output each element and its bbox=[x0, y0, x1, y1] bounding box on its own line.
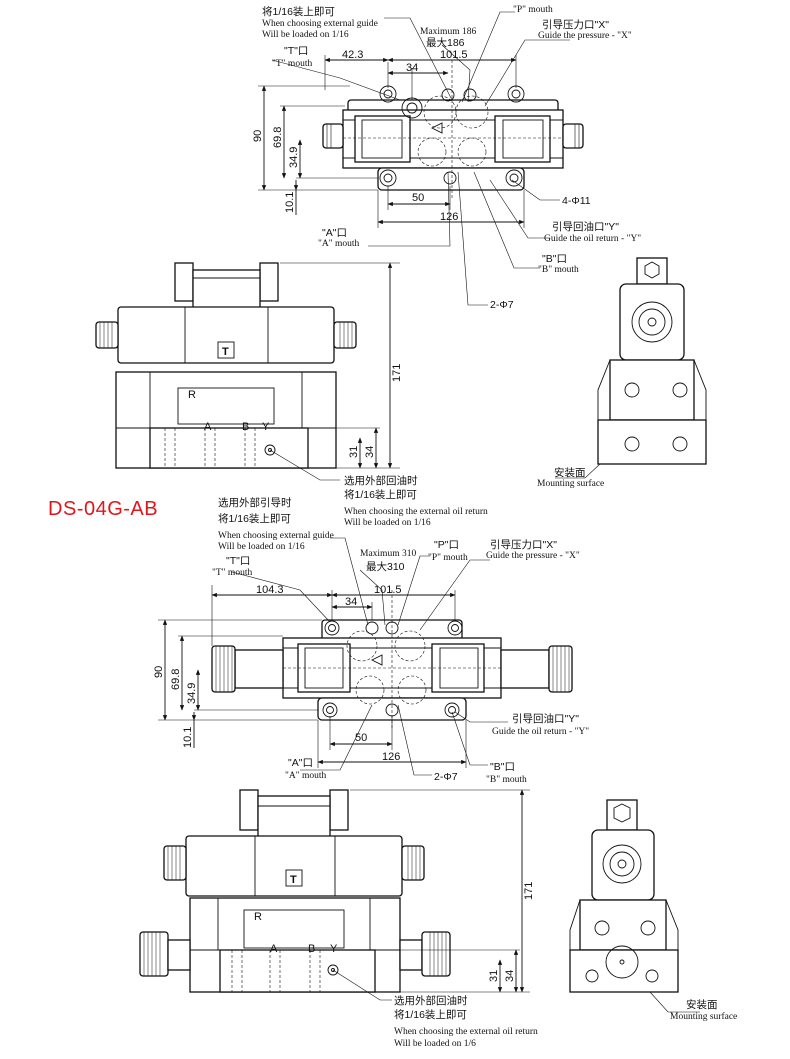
mount-en-2: Mounting surface bbox=[670, 1011, 737, 1022]
t-port-en-1: "T" mouth bbox=[272, 59, 312, 69]
dim-50-top2: 50 bbox=[355, 732, 367, 744]
dim-90-top1: 90 bbox=[252, 130, 264, 142]
b-label-2: B bbox=[308, 943, 315, 955]
b-port-en-1: "B" mouth bbox=[538, 265, 579, 275]
y-port-en-1: Guide the oil return - "Y" bbox=[544, 234, 641, 244]
t-port-en-2: "T" mouth bbox=[212, 568, 252, 578]
y-port-en-2: Guide the oil return - "Y" bbox=[492, 727, 589, 737]
y-port-cn-2: 引导回油口"Y" bbox=[512, 712, 579, 725]
dim-90-top2: 90 bbox=[153, 666, 165, 678]
dim-10-1-top1: 10.1 bbox=[284, 192, 296, 213]
dim-171-1: 171 bbox=[391, 364, 403, 382]
r-label-1: R bbox=[188, 389, 196, 401]
p-port-cn-2: "P"口 bbox=[434, 539, 459, 551]
a-port-cn-1: "A"口 bbox=[322, 227, 347, 239]
y-label-2: Y bbox=[330, 943, 338, 955]
dim-42-3: 42.3 bbox=[342, 49, 363, 61]
front-view-2 bbox=[139, 789, 530, 1001]
y-port-cn-1: 引导回油口"Y" bbox=[552, 220, 619, 233]
x-port-cn-1: 引导压力口"X" bbox=[542, 18, 609, 31]
guide-en-2b: Will be loaded on 1/16 bbox=[218, 542, 305, 552]
dim-34-9-top1: 34.9 bbox=[288, 147, 300, 168]
dim-69-8-top2: 69.8 bbox=[170, 669, 182, 690]
a-port-en-1: "A" mouth bbox=[318, 239, 360, 249]
guide-en-1: When choosing external guide bbox=[262, 19, 378, 29]
x-port-en-1: Guide the pressure - "X" bbox=[538, 31, 632, 41]
max-186-cn: 最大186 bbox=[426, 36, 465, 49]
side-view-2 bbox=[569, 799, 700, 1013]
max-186-en: Maximum 186 bbox=[420, 27, 476, 37]
a-label-1: A bbox=[204, 421, 212, 433]
mount-cn-2: 安装面 bbox=[686, 998, 718, 1011]
oil-return-en-2b: Will be loaded on 1/6 bbox=[394, 1039, 476, 1049]
p-mouth-en-1: "P" mouth bbox=[513, 5, 553, 15]
guide-cn-2a: 选用外部引导时 bbox=[218, 496, 292, 509]
top-view-2 bbox=[158, 537, 573, 776]
dim-101-5-top1: 101.5 bbox=[440, 49, 468, 61]
x-port-en-2: Guide the pressure - "X" bbox=[486, 551, 580, 561]
dim-34-1: 34 bbox=[364, 446, 376, 458]
hole-2-phi7-top1: 2-Φ7 bbox=[490, 299, 514, 311]
dim-34-top2: 34 bbox=[345, 596, 357, 608]
oil-return-cn-2a: 选用外部回油时 bbox=[394, 994, 468, 1007]
dim-69-8-top1: 69.8 bbox=[272, 127, 284, 148]
max-310-en: Maximum 310 bbox=[360, 549, 416, 559]
mount-cn-1: 安装面 bbox=[554, 466, 586, 479]
b-label-1: B bbox=[242, 421, 249, 433]
t-port-cn-1: "T"口 bbox=[284, 45, 308, 57]
dim-171-2: 171 bbox=[523, 882, 535, 900]
side-view-1 bbox=[555, 257, 707, 479]
mount-en-1: Mounting surface bbox=[537, 478, 604, 489]
dim-34-top1: 34 bbox=[406, 62, 418, 74]
dim-104-3: 104.3 bbox=[256, 584, 284, 596]
oil-return-en-1b: Will be loaded on 1/16 bbox=[344, 518, 431, 528]
dim-31-1: 31 bbox=[348, 446, 360, 458]
guide-en-2a: When choosing external guide bbox=[218, 531, 334, 541]
dim-126-top1: 126 bbox=[440, 211, 458, 223]
p-port-en-2: "P" mouth bbox=[428, 553, 468, 563]
dim-126-top2: 126 bbox=[382, 751, 400, 763]
dim-34-9-top2: 34.9 bbox=[186, 683, 198, 704]
a-port-en-2: "A" mouth bbox=[285, 771, 327, 781]
a-port-cn-2: "A"口 bbox=[288, 757, 313, 769]
front-view-1 bbox=[95, 262, 400, 481]
r-label-2: R bbox=[254, 911, 262, 923]
t-port-cn-2: "T"口 bbox=[226, 555, 250, 567]
oil-return-cn-1a: 选用外部回油时 bbox=[344, 474, 418, 487]
b-port-cn-1: "B"口 bbox=[542, 253, 567, 265]
dim-10-1-top2: 10.1 bbox=[182, 727, 194, 748]
dim-34-2: 34 bbox=[504, 970, 516, 982]
y-label-1: Y bbox=[262, 421, 270, 433]
a-label-2: A bbox=[270, 943, 278, 955]
max-310-cn: 最大310 bbox=[366, 560, 405, 573]
b-port-en-2: "B" mouth bbox=[486, 775, 527, 785]
hole-4-phi11: 4-Φ11 bbox=[562, 195, 591, 207]
dim-50-top1: 50 bbox=[412, 192, 424, 204]
hole-2-phi7-top2: 2-Φ7 bbox=[434, 771, 458, 783]
x-port-cn-2: 引导压力口"X" bbox=[490, 538, 557, 551]
dim-31-2: 31 bbox=[488, 970, 500, 982]
oil-return-en-1a: When choosing the external oil return bbox=[344, 507, 488, 517]
model-label: DS-04G-AB bbox=[48, 498, 158, 520]
t-mark-1: T bbox=[222, 346, 229, 358]
oil-return-en-2a: When choosing the external oil return bbox=[394, 1027, 538, 1037]
guide-cn-partial: 将1/16装上即可 bbox=[262, 5, 335, 18]
b-port-cn-2: "B"口 bbox=[490, 761, 515, 773]
dim-101-5-top2: 101.5 bbox=[374, 584, 402, 596]
oil-return-cn-2b: 将1/16装上即可 bbox=[394, 1008, 467, 1021]
top-view-1 bbox=[258, 11, 584, 306]
guide-cn-2b: 将1/16装上即可 bbox=[218, 512, 291, 525]
t-mark-2: T bbox=[290, 874, 297, 886]
guide-en-2: Will be loaded on 1/16 bbox=[262, 30, 349, 40]
oil-return-cn-1b: 将1/16装上即可 bbox=[344, 488, 417, 501]
